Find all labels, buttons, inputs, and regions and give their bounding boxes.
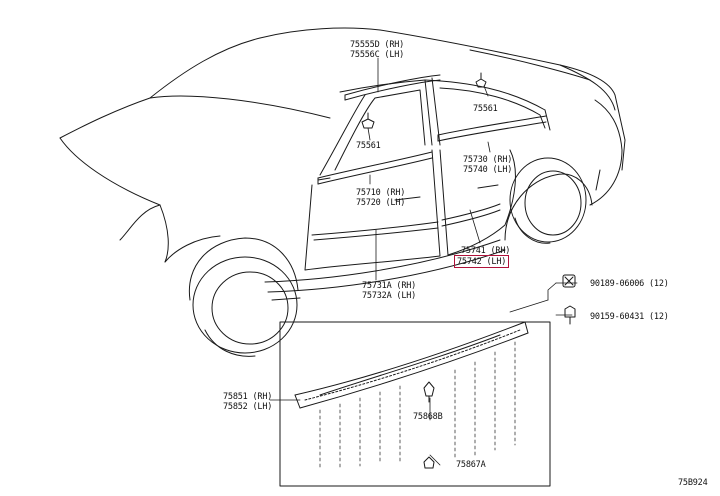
rear-wheel bbox=[504, 157, 593, 244]
label-rocker-lh: 75852 (LH) bbox=[223, 402, 273, 412]
label-clip-upper: 75561 bbox=[473, 104, 498, 114]
label-clip-rocker-b: 75867A bbox=[456, 460, 486, 470]
label-front-door-molding-rh: 75731A (RH) bbox=[362, 281, 417, 291]
label-clip-rocker-a: 75868B bbox=[413, 412, 443, 422]
label-front-door-molding-lh: 75732A (LH) bbox=[362, 291, 417, 301]
label-roof-molding-rh: 75555D (RH) bbox=[350, 40, 405, 50]
label-roof-molding-lh: 75556C (LH) bbox=[350, 50, 405, 60]
label-front-belt-lh: 75720 (LH) bbox=[356, 198, 406, 208]
label-front-belt-rh: 75710 (RH) bbox=[356, 188, 406, 198]
label-screw: 90159-60431 (12) bbox=[590, 312, 669, 322]
doors bbox=[304, 77, 551, 271]
label-rocker-rh: 75851 (RH) bbox=[223, 392, 273, 402]
diagram-id: 75B924 bbox=[678, 478, 708, 488]
label-clip-front: 75561 bbox=[356, 141, 381, 151]
rocker-panel-inset bbox=[279, 321, 551, 487]
front-wheel bbox=[188, 237, 299, 357]
clip-parts bbox=[361, 72, 487, 129]
belt-molding-parts bbox=[317, 115, 547, 185]
car-body-outline bbox=[59, 27, 626, 301]
fastener-parts bbox=[562, 274, 576, 325]
label-rear-belt-lh: 75740 (LH) bbox=[463, 165, 513, 175]
roof-molding-part bbox=[344, 74, 441, 101]
label-nut: 90189-06006 (12) bbox=[590, 279, 669, 289]
label-rear-door-molding-rh: 75741 (RH) bbox=[461, 246, 511, 256]
label-rear-belt-rh: 75730 (RH) bbox=[463, 155, 513, 165]
label-rear-door-molding-lh: 75742 (LH) bbox=[454, 255, 510, 268]
